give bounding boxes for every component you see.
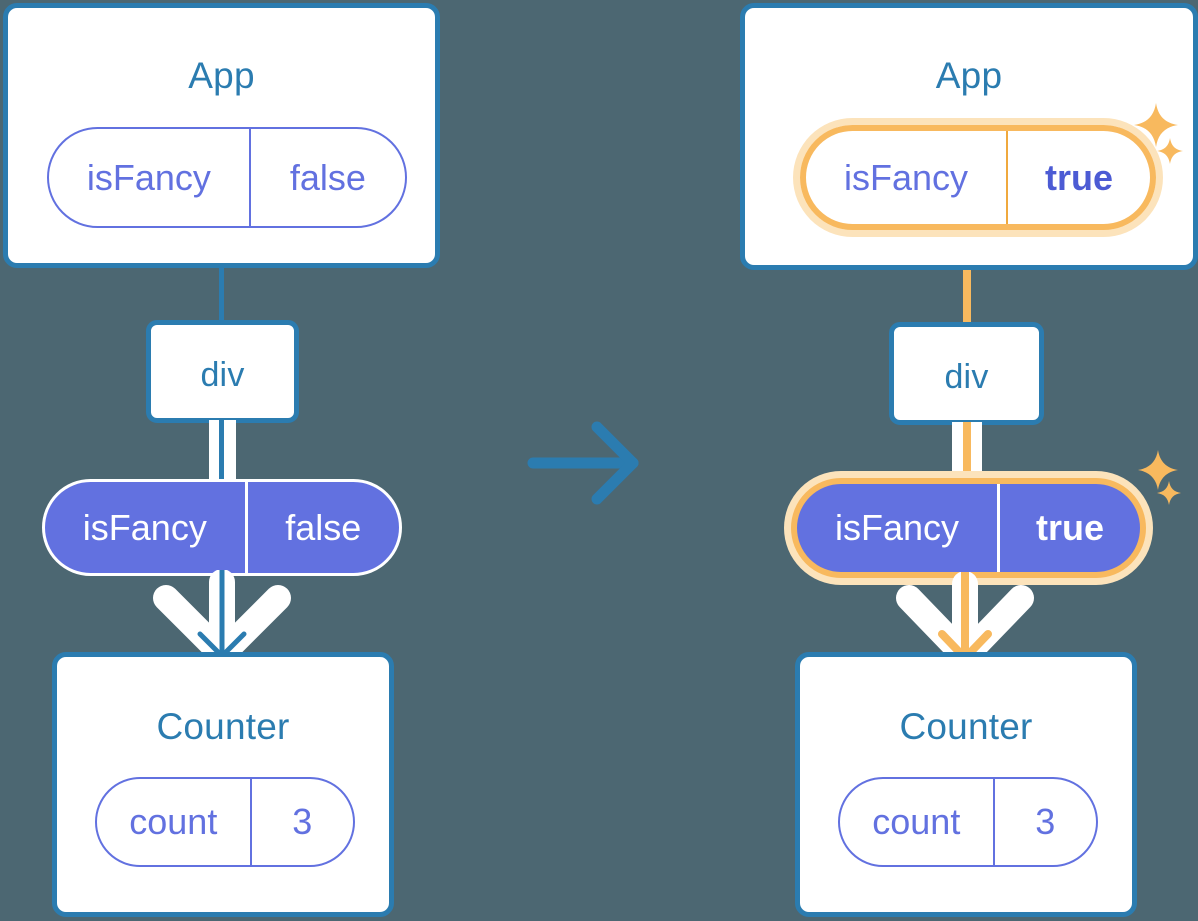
sparkle-large-prop-right — [1138, 450, 1178, 490]
transition-arrow-right-icon — [527, 421, 639, 505]
counter-state-value-right: 3 — [992, 779, 1096, 865]
counter-state-key-right: count — [872, 801, 961, 842]
prop-key-right: isFancy — [834, 507, 960, 548]
app-component-box-left: App isFancy false — [3, 3, 440, 268]
app-state-key-right: isFancy — [843, 156, 969, 198]
connector-div-to-prop-left — [219, 420, 224, 482]
sparkle-small-prop-right — [1157, 481, 1181, 505]
sparkle-large-app-right — [1134, 103, 1178, 147]
connector-div-to-prop-right — [963, 422, 971, 482]
prop-pill-right: isFancy true — [791, 478, 1146, 578]
counter-component-box-right: Counter count 3 — [795, 652, 1137, 917]
app-state-value-right: true — [1006, 131, 1150, 224]
app-title-right: App — [935, 55, 1003, 96]
prop-value-left: false — [244, 482, 399, 573]
app-state-pill-left: isFancy false — [47, 127, 407, 228]
div-element-box-left: div — [146, 320, 299, 423]
app-state-value-left: false — [248, 129, 405, 226]
connector-app-to-div-right — [963, 216, 971, 326]
prop-value-right: true — [997, 484, 1140, 572]
counter-component-box-left: Counter count 3 — [52, 652, 394, 917]
connector-app-to-div-left — [219, 266, 224, 324]
sparkle-small-app-right — [1157, 138, 1183, 164]
div-element-box-right: div — [889, 322, 1044, 425]
div-label-right: div — [944, 358, 989, 396]
counter-title-right: Counter — [899, 706, 1033, 747]
counter-state-pill-right: count 3 — [838, 777, 1098, 867]
app-state-key-left: isFancy — [86, 156, 211, 198]
counter-state-pill-left: count 3 — [95, 777, 355, 867]
prop-pill-left: isFancy false — [42, 479, 402, 576]
counter-title-left: Counter — [156, 706, 290, 747]
app-component-box-right: App isFancy true — [740, 3, 1198, 270]
counter-state-value-left: 3 — [249, 779, 353, 865]
app-state-pill-right: isFancy true — [800, 125, 1156, 230]
app-title-left: App — [188, 55, 255, 96]
prop-key-left: isFancy — [82, 506, 207, 548]
counter-state-key-left: count — [129, 801, 218, 842]
div-label-left: div — [200, 356, 245, 394]
